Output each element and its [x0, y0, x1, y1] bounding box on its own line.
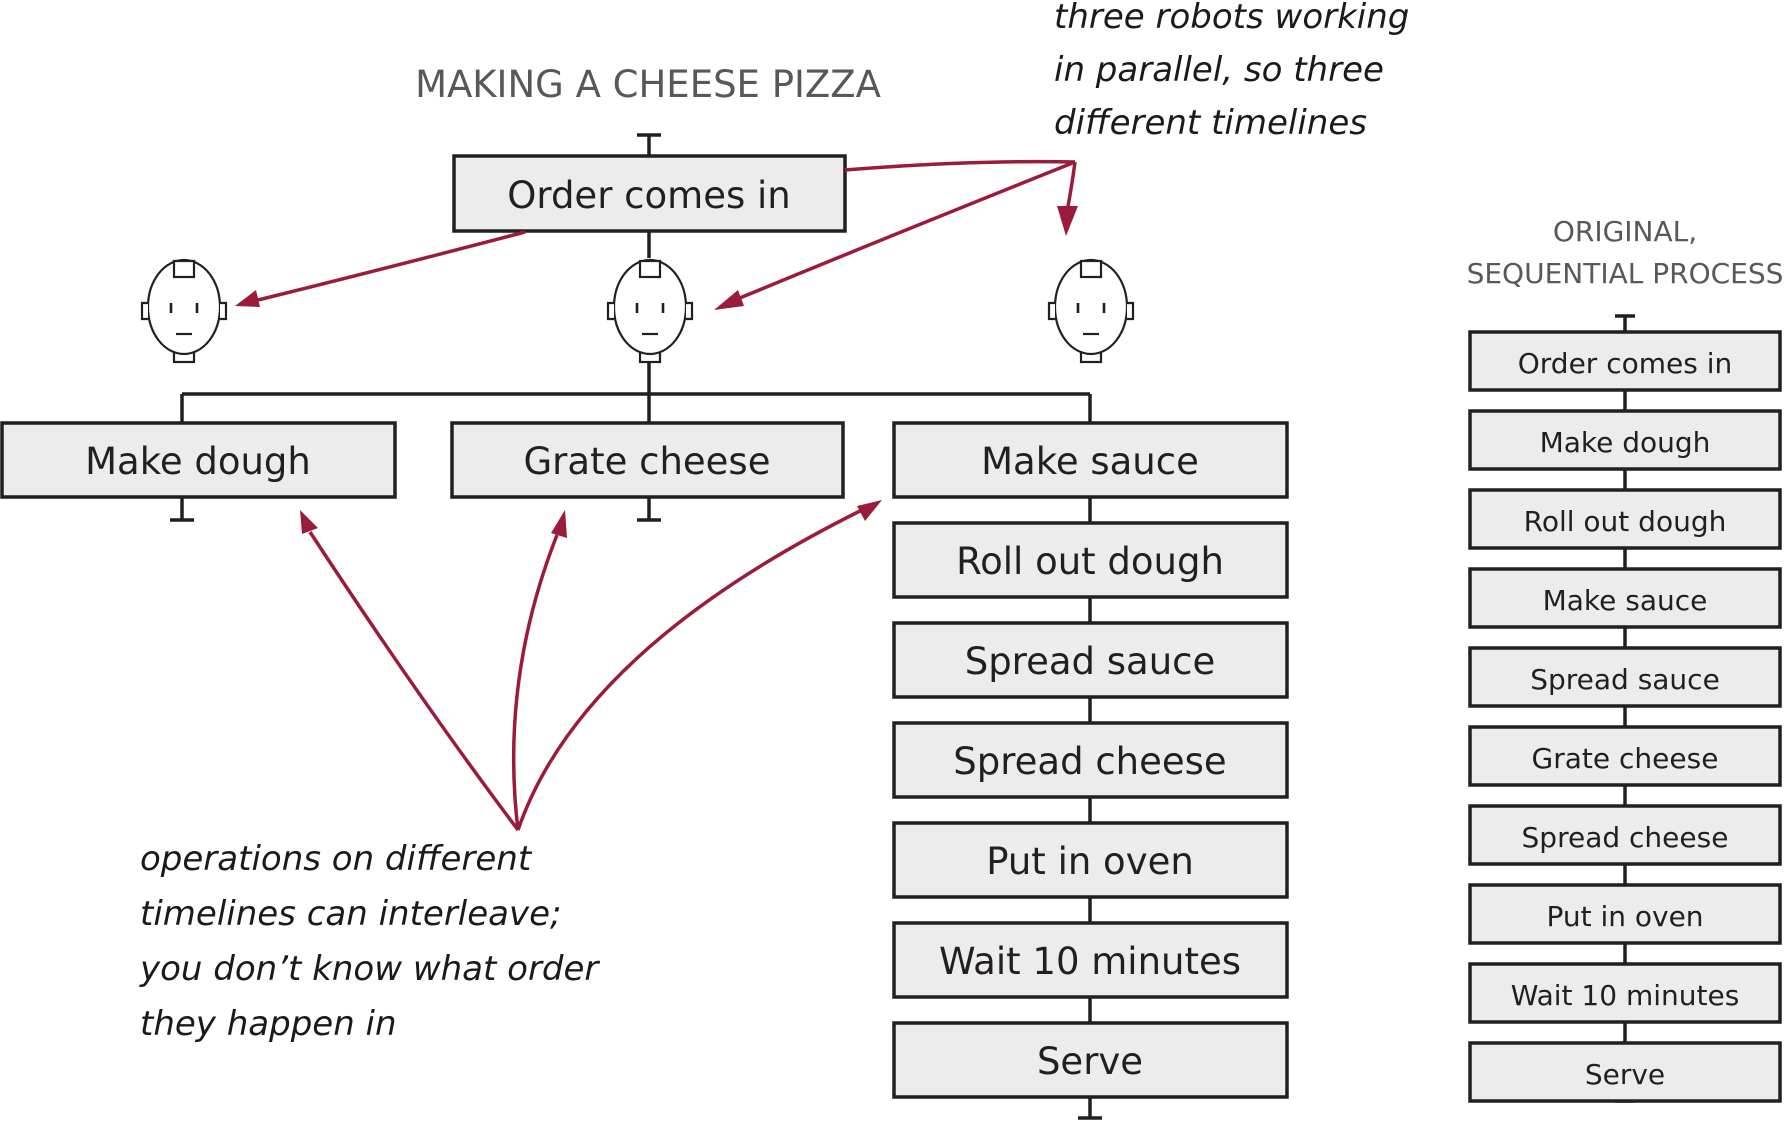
sequential-step-box: Wait 10 minutes	[1468, 962, 1782, 1024]
timeline-3-step-box: Serve	[892, 1021, 1289, 1099]
robots-note-line: in parallel, so three	[1054, 50, 1384, 90]
timeline-1-step-label: Make dough	[85, 440, 311, 483]
sequential-step-label: Grate cheese	[1532, 742, 1719, 775]
robots-note-line: three robots working	[1054, 0, 1409, 37]
order-comes-in-box: Order comes in	[452, 154, 847, 233]
arrowhead-icon	[551, 510, 567, 538]
sequential-title-line-2: SEQUENTIAL PROCESS	[1467, 257, 1784, 290]
interleave-annotation-arrows	[300, 500, 882, 832]
sequential-title-line-1: ORIGINAL,	[1553, 215, 1697, 248]
sequential-step-label: Make dough	[1540, 426, 1711, 459]
robot-head-icon	[140, 258, 228, 364]
robots-annotation-arrows	[235, 159, 1078, 310]
sequential-step-box: Grate cheese	[1468, 725, 1782, 787]
timeline-2-step-box: Grate cheese	[450, 421, 845, 499]
arrowhead-icon	[300, 510, 318, 534]
sequential-step-box: Order comes in	[1468, 330, 1782, 392]
timeline-3-step-box: Make sauce	[892, 421, 1289, 499]
sequential-step-box: Spread cheese	[1468, 804, 1782, 866]
robot-head-icon	[606, 258, 694, 364]
timeline-3-step-label: Make sauce	[981, 440, 1199, 483]
arrowhead-icon	[1057, 206, 1078, 236]
timeline-3-step-label: Serve	[1037, 1040, 1143, 1083]
sequential-step-box: Spread sauce	[1468, 646, 1782, 708]
timeline-1-step-box: Make dough	[0, 421, 397, 499]
timeline-3-step-box: Put in oven	[892, 821, 1289, 899]
interleave-note-line: they happen in	[140, 1004, 397, 1044]
interleave-note: operations on different timelines can in…	[139, 839, 600, 1044]
timeline-3-step-label: Wait 10 minutes	[939, 940, 1241, 983]
timeline-3-step-box: Wait 10 minutes	[892, 921, 1289, 999]
sequential-step-box: Make dough	[1468, 409, 1782, 471]
timeline-3-step-box: Roll out dough	[892, 521, 1289, 599]
sequential-step-label: Spread cheese	[1522, 821, 1729, 854]
timeline-3-step-label: Spread cheese	[953, 740, 1226, 783]
robot-head-icon	[1047, 258, 1135, 364]
sequential-step-label: Put in oven	[1546, 900, 1703, 933]
timeline-3-step-label: Put in oven	[986, 840, 1194, 883]
timeline-3-step-label: Roll out dough	[956, 540, 1224, 583]
sequential-step-label: Serve	[1585, 1058, 1665, 1091]
robots-note: three robots working in parallel, so thr…	[1054, 0, 1409, 143]
sequential-step-label: Spread sauce	[1530, 663, 1720, 696]
sequential-step-label: Make sauce	[1543, 584, 1708, 617]
sequential-step-label: Order comes in	[1518, 347, 1733, 380]
interleave-note-line: timelines can interleave;	[140, 894, 562, 934]
sequential-step-label: Wait 10 minutes	[1511, 979, 1740, 1012]
arrowhead-icon	[714, 290, 744, 310]
arrowhead-icon	[235, 290, 260, 307]
sequential-step-label: Roll out dough	[1524, 505, 1727, 538]
sequential-step-box: Put in oven	[1468, 883, 1782, 945]
order-comes-in-label: Order comes in	[507, 174, 790, 217]
diagram-title: MAKING A CHEESE PIZZA	[415, 63, 881, 106]
timeline-3-step-label: Spread sauce	[965, 640, 1216, 683]
arrowhead-icon	[857, 500, 882, 521]
timeline-connectors	[170, 133, 1102, 1120]
timeline-3-step-box: Spread sauce	[892, 621, 1289, 699]
interleave-note-line: you don’t know what order	[139, 949, 600, 989]
sequential-step-box: Make sauce	[1468, 567, 1782, 629]
timeline-3-step-box: Spread cheese	[892, 721, 1289, 799]
interleave-note-line: operations on different	[140, 839, 533, 879]
sequential-step-box: Serve	[1468, 1041, 1782, 1103]
robots-note-line: different timelines	[1054, 103, 1367, 143]
timeline-2-step-label: Grate cheese	[524, 440, 771, 483]
sequential-step-box: Roll out dough	[1468, 488, 1782, 550]
